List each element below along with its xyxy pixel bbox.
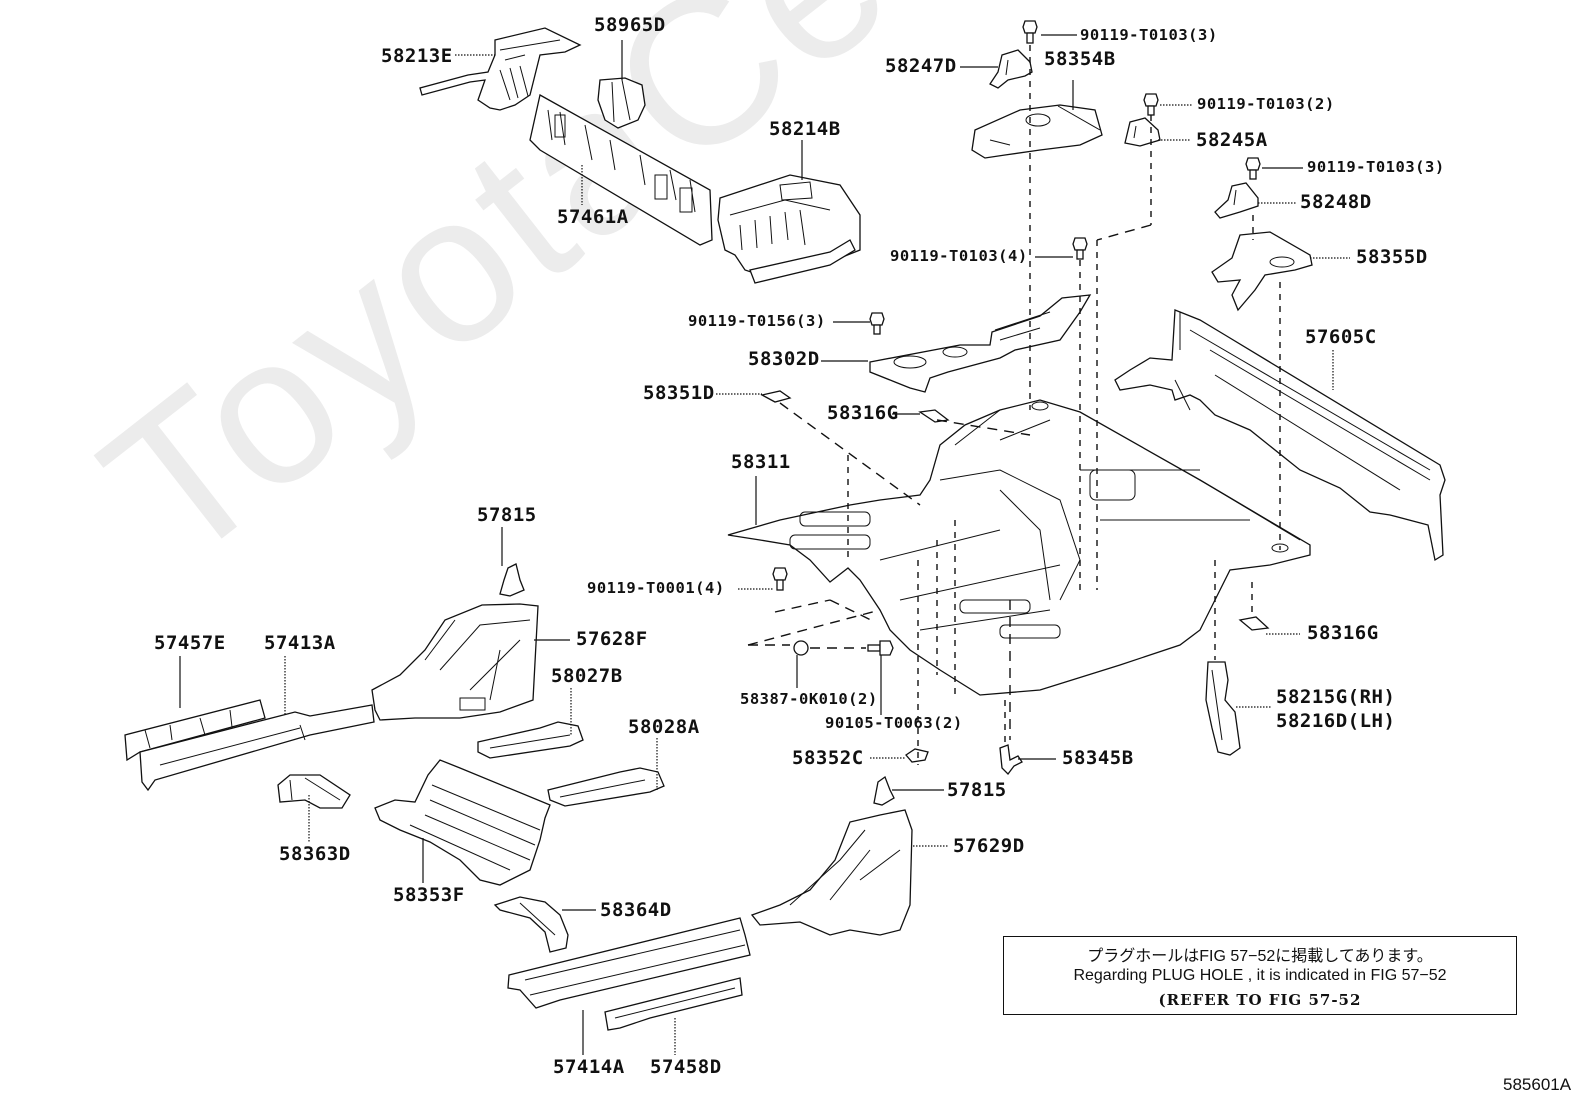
label-57458D[interactable]: 57458D — [650, 1056, 722, 1078]
part-57605C[interactable] — [1114, 309, 1446, 562]
label-58248D[interactable]: 58248D — [1300, 191, 1372, 213]
part-58302D[interactable] — [869, 294, 1092, 393]
label-90105-T0063-2[interactable]: 90105-T0063(2) — [825, 714, 963, 732]
label-58363D[interactable]: 58363D — [279, 843, 351, 865]
label-57414A[interactable]: 57414A — [553, 1056, 625, 1078]
part-58311[interactable] — [727, 399, 1311, 696]
part-57461A[interactable] — [529, 94, 713, 246]
part-58345B[interactable] — [999, 744, 1023, 775]
part-58027B[interactable] — [477, 721, 584, 759]
label-57605C[interactable]: 57605C — [1305, 326, 1377, 348]
label-58245A[interactable]: 58245A — [1196, 129, 1268, 151]
part-57413A[interactable] — [139, 704, 375, 792]
note-english: Regarding PLUG HOLE , it is indicated in… — [1073, 967, 1447, 984]
part-58316G-right[interactable] — [1238, 616, 1270, 631]
label-58351D[interactable]: 58351D — [643, 382, 715, 404]
bolt-icon — [869, 312, 885, 335]
label-bolt-90119-T0001-4[interactable]: 90119-T0001(4) — [587, 579, 725, 597]
part-58364D[interactable] — [493, 896, 569, 953]
part-58028A[interactable] — [547, 767, 665, 807]
part-58248D[interactable] — [1214, 182, 1259, 219]
bolt-icon — [1072, 237, 1088, 260]
part-57628F[interactable] — [371, 603, 539, 721]
label-57629D[interactable]: 57629D — [953, 835, 1025, 857]
bolt-icon — [1022, 20, 1038, 44]
label-57461A[interactable]: 57461A — [557, 206, 629, 228]
part-58353F[interactable] — [374, 759, 551, 886]
label-57457E[interactable]: 57457E — [154, 632, 226, 654]
part-58247D[interactable] — [989, 49, 1033, 89]
label-57413A[interactable]: 57413A — [264, 632, 336, 654]
label-58028A[interactable]: 58028A — [628, 716, 700, 738]
label-58345B[interactable]: 58345B — [1062, 747, 1134, 769]
label-58355D[interactable]: 58355D — [1356, 246, 1428, 268]
label-58215G-RH[interactable]: 58215G(RH) — [1276, 686, 1396, 708]
part-57629D[interactable] — [750, 809, 913, 936]
grommet-icon — [793, 640, 809, 656]
part-58215G-58216D[interactable] — [1205, 661, 1241, 756]
part-58245A[interactable] — [1124, 117, 1161, 147]
part-58354B[interactable] — [971, 104, 1103, 159]
bolt-icon — [1245, 157, 1261, 180]
part-58363D[interactable] — [277, 774, 351, 809]
note-reference-link[interactable]: (REFER TO FIG 57-52 — [1158, 991, 1362, 1009]
label-58364D[interactable]: 58364D — [600, 899, 672, 921]
label-bolt-90119-T0103-3-top[interactable]: 90119-T0103(3) — [1080, 26, 1218, 44]
label-58027B[interactable]: 58027B — [551, 665, 623, 687]
label-bolt-90119-T0156-3[interactable]: 90119-T0156(3) — [688, 312, 826, 330]
label-bolt-90119-T0103-3-right[interactable]: 90119-T0103(3) — [1307, 158, 1445, 176]
part-58316G-top[interactable] — [918, 409, 950, 423]
label-58302D[interactable]: 58302D — [748, 348, 820, 370]
label-58213E[interactable]: 58213E — [381, 45, 453, 67]
label-58247D[interactable]: 58247D — [885, 55, 957, 77]
label-58311[interactable]: 58311 — [731, 451, 791, 473]
part-57815-right[interactable] — [873, 775, 895, 806]
label-bolt-90119-T0103-2[interactable]: 90119-T0103(2) — [1197, 95, 1335, 113]
label-58316G-top[interactable]: 58316G — [827, 402, 899, 424]
note-japanese: プラグホールはFIG 57−52に掲載してあります。 — [1087, 948, 1433, 965]
part-57414A[interactable] — [507, 917, 751, 1009]
figure-id: 585601A — [1503, 1075, 1572, 1094]
label-57815-left[interactable]: 57815 — [477, 504, 537, 526]
leader-lines — [179, 34, 1350, 1055]
label-58354B[interactable]: 58354B — [1044, 48, 1116, 70]
bolt-icon — [867, 640, 894, 656]
label-58216D-LH[interactable]: 58216D(LH) — [1276, 710, 1396, 732]
bolt-icon — [772, 567, 788, 591]
label-58965D[interactable]: 58965D — [594, 14, 666, 36]
part-58352C[interactable] — [905, 748, 929, 763]
label-58352C[interactable]: 58352C — [792, 747, 864, 769]
part-57458D[interactable] — [604, 977, 743, 1031]
part-58351D[interactable] — [760, 390, 792, 403]
part-58214B[interactable] — [717, 174, 861, 284]
part-57457E[interactable] — [124, 699, 266, 762]
bolt-icon — [1143, 93, 1159, 116]
part-58965D[interactable] — [597, 77, 646, 129]
part-58355D[interactable] — [1211, 231, 1313, 312]
label-58214B[interactable]: 58214B — [769, 118, 841, 140]
label-58387-0K010-2[interactable]: 58387-0K010(2) — [740, 690, 878, 708]
label-58353F[interactable]: 58353F — [393, 884, 465, 906]
part-57815-left[interactable] — [499, 563, 525, 597]
label-58316G-right[interactable]: 58316G — [1307, 622, 1379, 644]
label-bolt-90119-T0103-4[interactable]: 90119-T0103(4) — [890, 247, 1028, 265]
label-57815-right[interactable]: 57815 — [947, 779, 1007, 801]
part-58213E[interactable] — [419, 27, 582, 111]
label-57628F[interactable]: 57628F — [576, 628, 648, 650]
alignment-lines — [747, 45, 1281, 765]
plug-hole-note: プラグホールはFIG 57−52に掲載してあります。 Regarding PLU… — [1003, 936, 1517, 1015]
